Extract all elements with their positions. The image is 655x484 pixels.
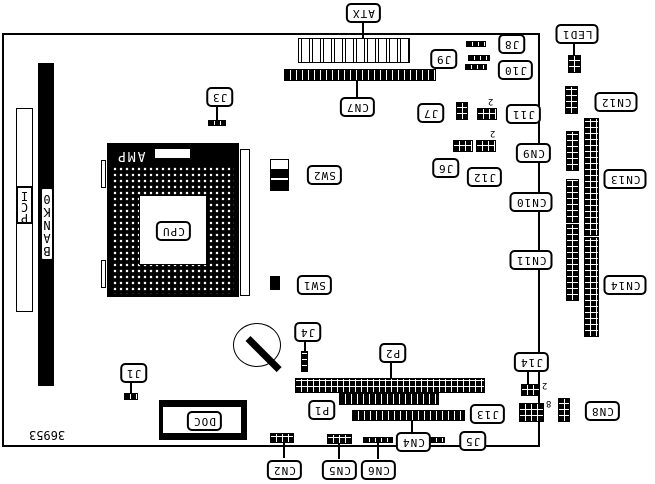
j13-jumper xyxy=(519,403,544,422)
cn8-connector xyxy=(558,398,570,422)
j6-jumper xyxy=(453,140,473,152)
cn12-label: CN12 xyxy=(595,92,638,112)
j5-jumper xyxy=(430,437,445,443)
j11-label: J11 xyxy=(506,104,541,124)
cn13-connector xyxy=(584,118,599,236)
cn9-label: CN9 xyxy=(516,143,551,163)
j8-jumper xyxy=(466,41,486,47)
j1-label: J1 xyxy=(120,363,148,383)
j3-jumper xyxy=(208,120,226,126)
bank0-label: BANK0 xyxy=(43,192,51,258)
cn13-label: CN13 xyxy=(604,169,647,189)
cn14-connector xyxy=(584,237,599,337)
doc-label: DOC xyxy=(187,411,222,431)
cn14-label: CN14 xyxy=(604,275,647,295)
cn5-label: CN5 xyxy=(322,460,357,480)
j14-pin-marker: 2 xyxy=(542,380,548,390)
cn9-connector xyxy=(566,131,579,171)
j14-label: J14 xyxy=(514,352,549,372)
j12-jumper xyxy=(476,140,496,152)
cn12-connector xyxy=(565,86,578,114)
cpu-lever xyxy=(240,149,250,296)
j1-jumper xyxy=(124,393,138,400)
p1-label: P1 xyxy=(308,400,336,420)
atx-connector xyxy=(298,38,410,63)
j3-label: J3 xyxy=(206,87,234,107)
cn7-label: CN7 xyxy=(340,97,375,117)
j7-label: J7 xyxy=(417,103,445,123)
sw2-label: SW2 xyxy=(307,165,342,185)
cn10-connector xyxy=(566,179,579,223)
board-outline xyxy=(2,33,540,447)
j10-jumper xyxy=(465,64,487,70)
sw1-switch xyxy=(270,276,280,290)
j9-jumper xyxy=(468,55,490,61)
cpu-label: CPU xyxy=(156,221,191,241)
cn4-connector xyxy=(352,410,465,421)
j4-jumper xyxy=(301,351,308,372)
p2-connector xyxy=(295,378,485,393)
j4-label: J4 xyxy=(294,322,322,342)
j9-label: J9 xyxy=(430,49,458,69)
cn2-connector xyxy=(270,433,294,443)
cn2-label: CN2 xyxy=(267,460,302,480)
j13-pin-marker: 8 xyxy=(546,398,552,408)
pci-label: PCI xyxy=(20,189,29,225)
cn4-label: CN4 xyxy=(396,432,431,452)
cn6-label: CN6 xyxy=(361,460,396,480)
atx-label: ATX xyxy=(346,3,381,23)
j5-label: J5 xyxy=(459,431,487,451)
cn10-label: CN10 xyxy=(510,192,553,212)
cn11-label: CN11 xyxy=(510,250,553,270)
j12-label: J12 xyxy=(467,167,502,187)
cn11-connector xyxy=(566,224,579,301)
led1-connector xyxy=(568,55,581,73)
p1-connector xyxy=(339,393,439,405)
amp-label: AMP xyxy=(116,148,146,163)
cn6-connector xyxy=(363,437,393,443)
cn8-label: CN8 xyxy=(585,401,620,421)
board-id: 36953 xyxy=(29,428,66,442)
battery xyxy=(233,323,281,367)
j13-label: J13 xyxy=(470,404,505,424)
j8-label: J8 xyxy=(498,34,526,54)
j10-label: J10 xyxy=(498,60,533,80)
cn7-connector xyxy=(284,69,436,81)
j7-jumper xyxy=(456,102,468,120)
cn5-connector xyxy=(327,434,352,444)
j11-jumper xyxy=(477,108,497,120)
j12-pin-marker: 2 xyxy=(490,128,496,138)
j6-label: J6 xyxy=(432,158,460,178)
led1-label: LED1 xyxy=(556,24,599,44)
sw2-switch xyxy=(270,159,289,191)
sw1-label: SW1 xyxy=(297,275,332,295)
p2-label: P2 xyxy=(379,343,407,363)
j14-jumper xyxy=(521,384,540,396)
j11-pin-marker: 2 xyxy=(488,96,494,106)
